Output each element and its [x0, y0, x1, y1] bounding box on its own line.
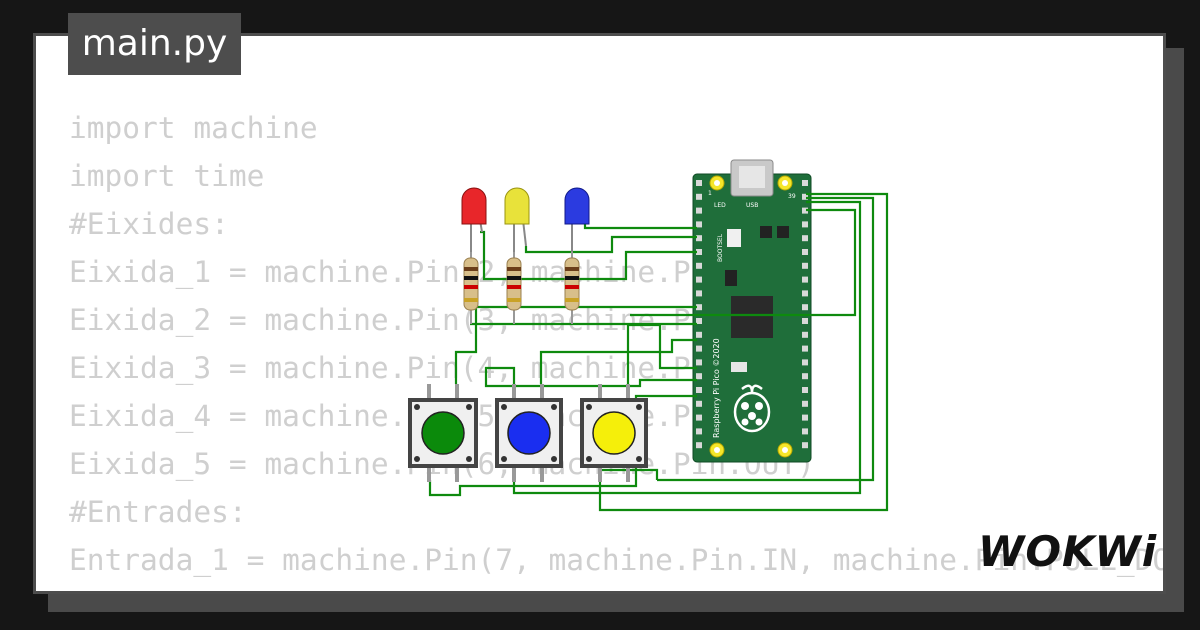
header-pin[interactable]	[696, 387, 702, 393]
header-pin[interactable]	[696, 373, 702, 380]
pin1-label: 1	[708, 190, 712, 197]
header-pin[interactable]	[802, 207, 808, 214]
file-tab[interactable]: main.py	[68, 13, 241, 75]
pico-board[interactable]: LED USB 1 39 BOOTSEL Raspberry Pi Pico ©…	[692, 159, 812, 463]
header-pin[interactable]	[802, 387, 808, 393]
header-pin[interactable]	[802, 373, 808, 380]
header-pin[interactable]	[802, 249, 808, 255]
header-pin[interactable]	[696, 249, 702, 255]
header-pin[interactable]	[802, 414, 808, 421]
header-pin[interactable]	[696, 414, 702, 421]
header-pin[interactable]	[802, 359, 808, 366]
header-pin[interactable]	[802, 290, 808, 297]
board-label: Raspberry Pi Pico ©2020	[712, 338, 721, 438]
bootsel-label: BOOTSEL	[717, 233, 724, 262]
header-pin[interactable]	[802, 193, 808, 200]
header-pin[interactable]	[696, 290, 702, 297]
pin39-label: 39	[788, 193, 796, 200]
header-pin[interactable]	[802, 180, 808, 186]
header-pin[interactable]	[696, 193, 702, 200]
header-pin[interactable]	[802, 221, 808, 228]
header-pin[interactable]	[696, 221, 702, 228]
header-pin[interactable]	[696, 318, 702, 324]
header-pin[interactable]	[696, 262, 702, 269]
header-pin[interactable]	[696, 180, 702, 186]
header-pin[interactable]	[802, 331, 808, 338]
header-pin[interactable]	[696, 235, 702, 242]
header-pin[interactable]	[696, 428, 702, 435]
header-pin[interactable]	[802, 304, 808, 311]
code-line: Entrada_1 = machine.Pin(7, machine.Pin.I…	[69, 543, 1166, 577]
header-pin[interactable]	[802, 235, 808, 242]
code-line: import machine	[69, 111, 318, 145]
header-pin[interactable]	[696, 331, 702, 338]
led-blue[interactable]	[564, 187, 590, 260]
resistor-1[interactable]	[463, 252, 479, 324]
header-pin[interactable]	[802, 428, 808, 435]
code-line: import time	[69, 159, 265, 193]
header-pin[interactable]	[696, 304, 702, 311]
header-pin[interactable]	[696, 276, 702, 283]
header-pin[interactable]	[696, 400, 702, 407]
code-line: #Eixides:	[69, 207, 229, 241]
led-red[interactable]	[461, 187, 487, 260]
code-line: #Entrades:	[69, 495, 247, 529]
wires	[428, 192, 889, 512]
led-label: LED	[714, 202, 726, 209]
raspberry-logo-icon	[733, 384, 771, 433]
header-pin[interactable]	[696, 345, 702, 352]
wokwi-logo: WOKWi	[978, 527, 1158, 576]
header-pin[interactable]	[802, 442, 808, 449]
header-pin[interactable]	[802, 400, 808, 407]
pushbutton-yellow[interactable]	[580, 384, 648, 482]
header-pin[interactable]	[696, 359, 702, 366]
header-pin[interactable]	[802, 318, 808, 324]
usb-label: USB	[746, 202, 758, 209]
header-pin[interactable]	[802, 276, 808, 283]
pushbutton-blue[interactable]	[495, 384, 563, 482]
header-pin[interactable]	[696, 442, 702, 449]
header-pin[interactable]	[802, 345, 808, 352]
resistor-2[interactable]	[506, 252, 522, 324]
header-pin[interactable]	[802, 262, 808, 269]
pushbutton-green[interactable]	[408, 384, 478, 482]
resistor-3[interactable]	[564, 252, 580, 324]
header-pin[interactable]	[696, 207, 702, 214]
